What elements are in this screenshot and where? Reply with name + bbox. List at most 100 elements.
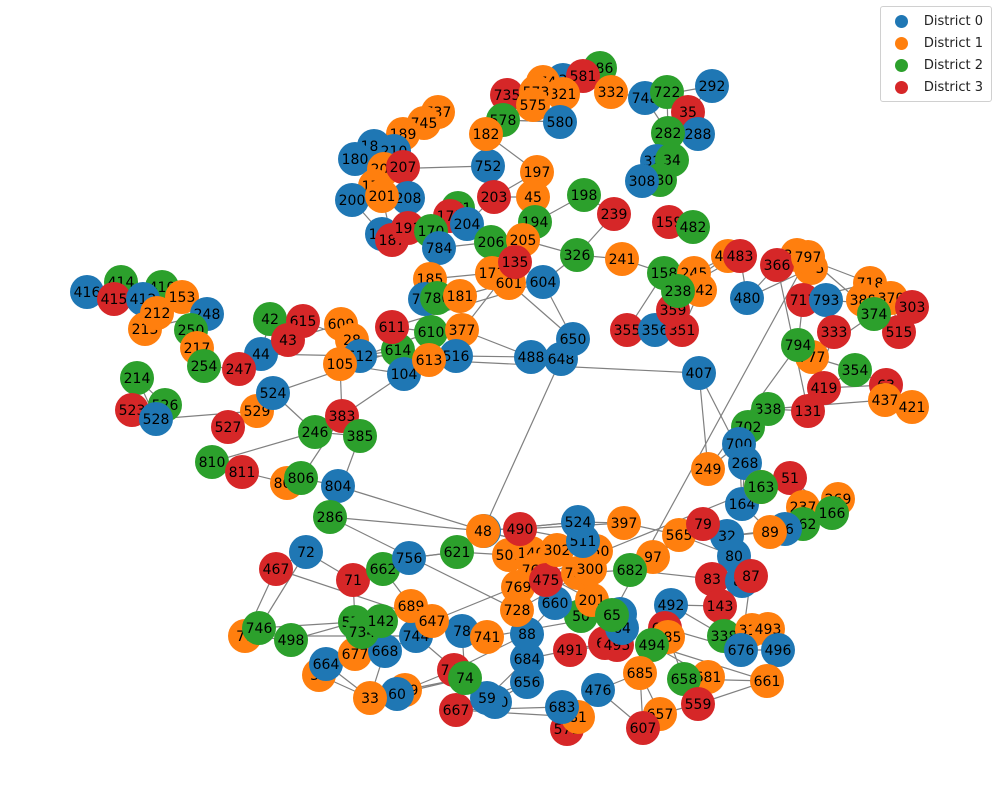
node-marker-131	[791, 394, 825, 428]
node-label-746: 746	[246, 621, 273, 637]
node-label-163b: 163	[748, 480, 775, 496]
node-label-87: 87	[742, 569, 760, 585]
node-marker-292	[695, 69, 729, 103]
node-marker-198	[567, 178, 601, 212]
node-752: 752	[471, 149, 505, 183]
node-label-212: 212	[144, 306, 171, 322]
node-label-416: 416	[74, 285, 101, 301]
node-label-80: 80	[725, 549, 743, 565]
node-292: 292	[695, 69, 729, 103]
node-label-198: 198	[571, 188, 598, 204]
node-marker-354	[838, 353, 872, 387]
node-135: 135	[498, 245, 532, 279]
node-marker-483	[723, 239, 757, 273]
node-197: 197	[520, 155, 554, 189]
node-label-83: 83	[703, 572, 721, 588]
node-label-490: 490	[507, 522, 534, 538]
node-marker-575	[516, 88, 550, 122]
node-label-810: 810	[199, 455, 226, 471]
node-label-166: 166	[819, 506, 846, 522]
node-marker-59	[470, 681, 504, 715]
node-label-203: 203	[481, 190, 508, 206]
node-label-143: 143	[707, 599, 734, 615]
node-238: 238	[661, 274, 695, 308]
node-marker-374	[857, 297, 891, 331]
node-label-197: 197	[524, 165, 551, 181]
node-marker-685	[623, 656, 657, 690]
node-326: 326	[560, 238, 594, 272]
legend-item-district-0: District 0	[889, 10, 983, 32]
node-marker-83	[695, 562, 729, 596]
node-marker-302	[540, 533, 574, 567]
node-label-254: 254	[191, 359, 218, 375]
node-label-407: 407	[686, 366, 713, 382]
node-label-607: 607	[630, 721, 657, 737]
node-604: 604	[526, 265, 560, 299]
node-label-524b: 524	[565, 515, 592, 531]
node-728: 728	[500, 593, 534, 627]
node-label-104: 104	[391, 367, 418, 383]
node-166: 166	[815, 496, 849, 530]
node-385: 385	[343, 419, 377, 453]
node-marker-490	[503, 512, 537, 546]
node-marker-45	[516, 180, 550, 214]
node-label-523: 523	[119, 403, 146, 419]
edge-246-810	[211, 431, 316, 463]
node-668: 668	[368, 634, 402, 668]
node-613: 613	[412, 343, 446, 377]
node-label-214: 214	[124, 371, 151, 387]
node-label-35: 35	[679, 105, 697, 121]
legend-label-district-3: District 3	[923, 79, 983, 95]
node-607: 607	[626, 711, 660, 745]
node-407: 407	[682, 356, 716, 390]
edge-148-804	[337, 485, 485, 532]
node-label-308: 308	[629, 174, 656, 190]
node-647: 647	[415, 604, 449, 638]
legend-item-district-3: District 3	[889, 76, 983, 98]
node-label-684: 684	[514, 652, 541, 668]
node-marker-475	[529, 563, 563, 597]
legend-marker-district-1	[894, 36, 908, 50]
node-marker-528	[139, 402, 173, 436]
node-marker-496	[761, 633, 795, 667]
node-marker-683	[545, 690, 579, 724]
legend-label-district-2: District 2	[923, 57, 983, 73]
node-label-159: 159	[656, 215, 683, 231]
node-label-784: 784	[426, 241, 453, 257]
node-200: 200	[335, 183, 369, 217]
node-321: 321	[546, 77, 580, 111]
node-label-656: 656	[514, 675, 541, 691]
node-83: 83	[695, 562, 729, 596]
node-marker-494	[635, 628, 669, 662]
node-208: 208	[391, 181, 425, 215]
node-524: 524	[256, 376, 290, 410]
node-marker-286	[313, 500, 347, 534]
node-784: 784	[422, 231, 456, 265]
node-marker-207	[386, 150, 420, 184]
node-marker-647	[415, 604, 449, 638]
node-74: 74	[448, 661, 482, 695]
node-label-467: 467	[263, 562, 290, 578]
node-label-494: 494	[639, 638, 666, 654]
node-marker-664	[309, 647, 343, 681]
node-label-676: 676	[728, 643, 755, 659]
node-label-33: 33	[361, 691, 379, 707]
node-marker-784	[422, 231, 456, 265]
node-811: 811	[225, 455, 259, 489]
node-288: 288	[681, 117, 715, 151]
node-label-292: 292	[699, 79, 726, 95]
node-198: 198	[567, 178, 601, 212]
node-268: 268	[728, 446, 762, 480]
node-332: 332	[594, 75, 628, 109]
node-marker-182	[469, 117, 503, 151]
legend-item-district-2: District 2	[889, 54, 983, 76]
node-475: 475	[529, 563, 563, 597]
node-label-437: 437	[872, 393, 899, 409]
node-308: 308	[625, 164, 659, 198]
node-marker-810	[195, 445, 229, 479]
node-label-604: 604	[530, 275, 557, 291]
node-610: 610	[414, 315, 448, 349]
node-label-421: 421	[899, 400, 926, 416]
node-label-527: 527	[215, 420, 242, 436]
